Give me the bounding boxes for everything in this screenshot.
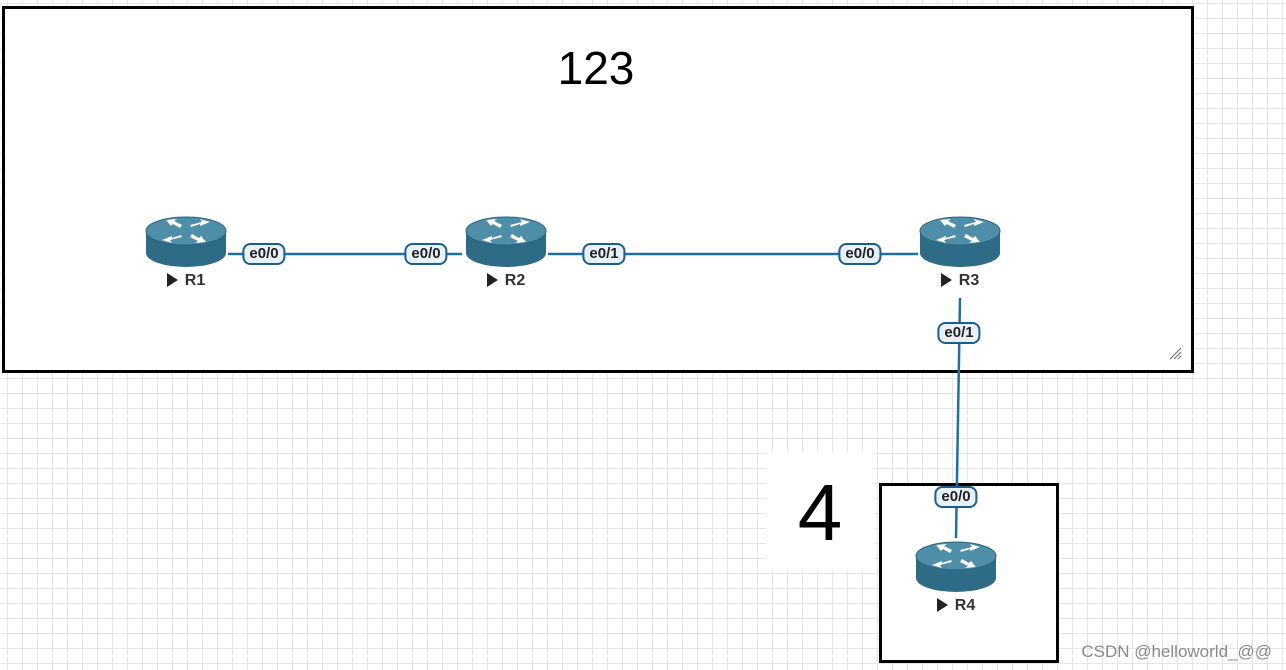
play-icon[interactable] xyxy=(166,273,178,287)
node-name: R1 xyxy=(184,272,206,289)
node-name: R3 xyxy=(958,272,980,289)
area-123-frame[interactable] xyxy=(2,6,1194,373)
area-4-title: 4 xyxy=(797,468,843,557)
node-label: R4 xyxy=(936,597,976,615)
router-node-r3[interactable]: R3 xyxy=(915,213,1005,290)
port-label-r3-e0-1[interactable]: e0/1 xyxy=(937,322,981,344)
play-icon[interactable] xyxy=(940,273,952,287)
port-label-r4-e0-0[interactable]: e0/0 xyxy=(934,486,978,508)
port-label-r1-e0-0[interactable]: e0/0 xyxy=(242,243,286,265)
play-icon[interactable] xyxy=(936,598,948,612)
router-icon xyxy=(915,541,997,593)
router-icon xyxy=(145,216,227,268)
router-node-r2[interactable]: R2 xyxy=(461,213,551,290)
area-4-label-background xyxy=(766,452,874,570)
router-node-r4[interactable]: R4 xyxy=(911,538,1001,615)
watermark: CSDN @helloworld_@@ xyxy=(1081,642,1272,661)
node-label: R2 xyxy=(486,272,526,290)
node-name: R2 xyxy=(504,272,526,289)
node-name: R4 xyxy=(954,597,976,614)
port-label-r2-e0-0[interactable]: e0/0 xyxy=(404,243,448,265)
router-node-r1[interactable]: R1 xyxy=(141,213,231,290)
area-123-title: 123 xyxy=(557,42,635,94)
port-label-r3-e0-0[interactable]: e0/0 xyxy=(838,243,882,265)
router-icon xyxy=(919,216,1001,268)
port-label-r2-e0-1[interactable]: e0/1 xyxy=(582,243,626,265)
node-label: R3 xyxy=(940,272,980,290)
resize-grip-icon[interactable] xyxy=(1168,346,1182,360)
play-icon[interactable] xyxy=(486,273,498,287)
node-label: R1 xyxy=(166,272,206,290)
router-icon xyxy=(465,216,547,268)
